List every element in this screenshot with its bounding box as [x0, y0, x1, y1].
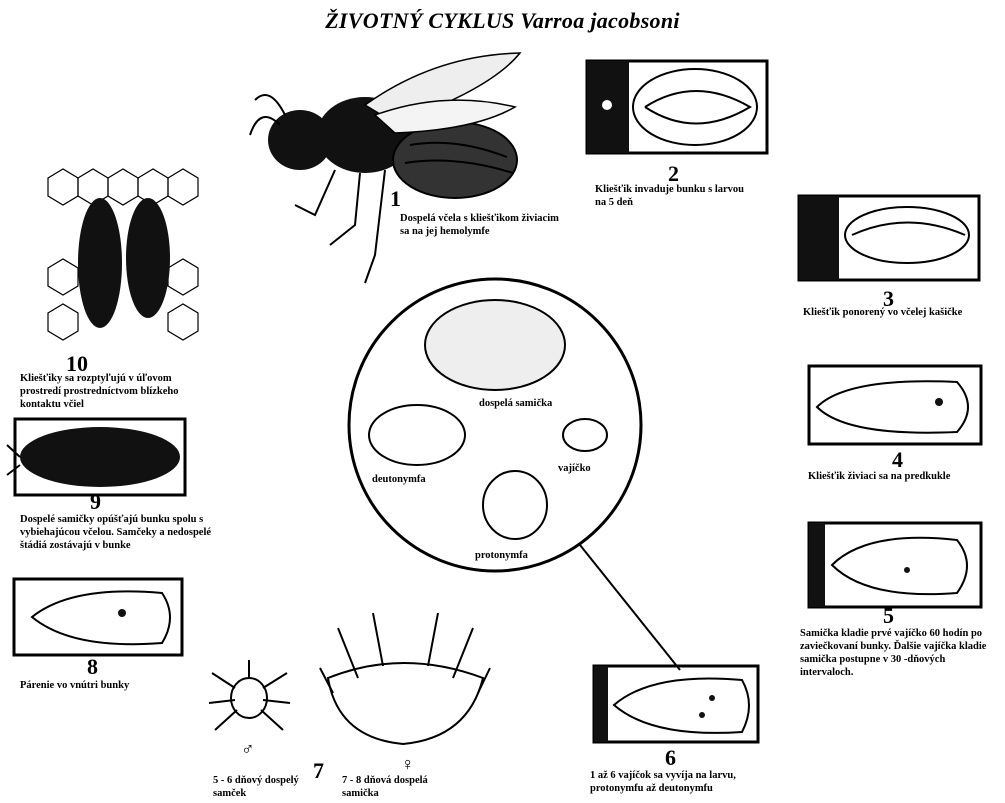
stage-6-number: 6 — [665, 747, 676, 769]
stage-3-caption: Kliešťik ponorený vo včelej kašičke — [803, 306, 963, 319]
stage-8-number: 8 — [87, 656, 98, 678]
stage-1-caption: Dospelá včela s kliešťikom živiacim sa n… — [400, 212, 565, 238]
label-adult-female: dospelá samička — [479, 398, 552, 409]
stage-1-number: 1 — [390, 188, 401, 210]
stage-2-caption: Kliešťik invaduje bunku s larvou na 5 de… — [595, 183, 755, 209]
stage-9-caption: Dospelé samičky opúšťajú bunku spolu s v… — [20, 513, 215, 552]
stage-9-number: 9 — [90, 491, 101, 513]
stage-4-number: 4 — [892, 449, 903, 471]
label-egg: vajíčko — [558, 463, 591, 474]
female-symbol: ♀ — [401, 755, 415, 773]
stage-4-caption: Kliešťik živiaci sa na predkukle — [808, 470, 998, 483]
stage-10-caption: Kliešťiky sa rozptyľujú v úľovom prostre… — [20, 372, 205, 411]
stage-2-number: 2 — [668, 163, 679, 185]
male-symbol: ♂ — [241, 740, 255, 758]
label-protonymph: protonymfa — [475, 550, 528, 561]
stage-5-caption: Samička kladie prvé vajíčko 60 hodín po … — [800, 627, 990, 679]
label-deutonymph: deutonymfa — [372, 474, 426, 485]
male-caption: 5 - 6 dňový dospelý samček — [213, 774, 303, 800]
stage-7-caption: 7 - 8 dňová dospelá samička — [342, 774, 452, 800]
stage-6-caption: 1 až 6 vajíčok sa vyvíja na larvu, proto… — [590, 769, 775, 795]
stage-7-number: 7 — [313, 760, 324, 782]
stage-8-caption: Párenie vo vnútri bunky — [20, 679, 180, 692]
stage-5-number: 5 — [883, 605, 894, 627]
